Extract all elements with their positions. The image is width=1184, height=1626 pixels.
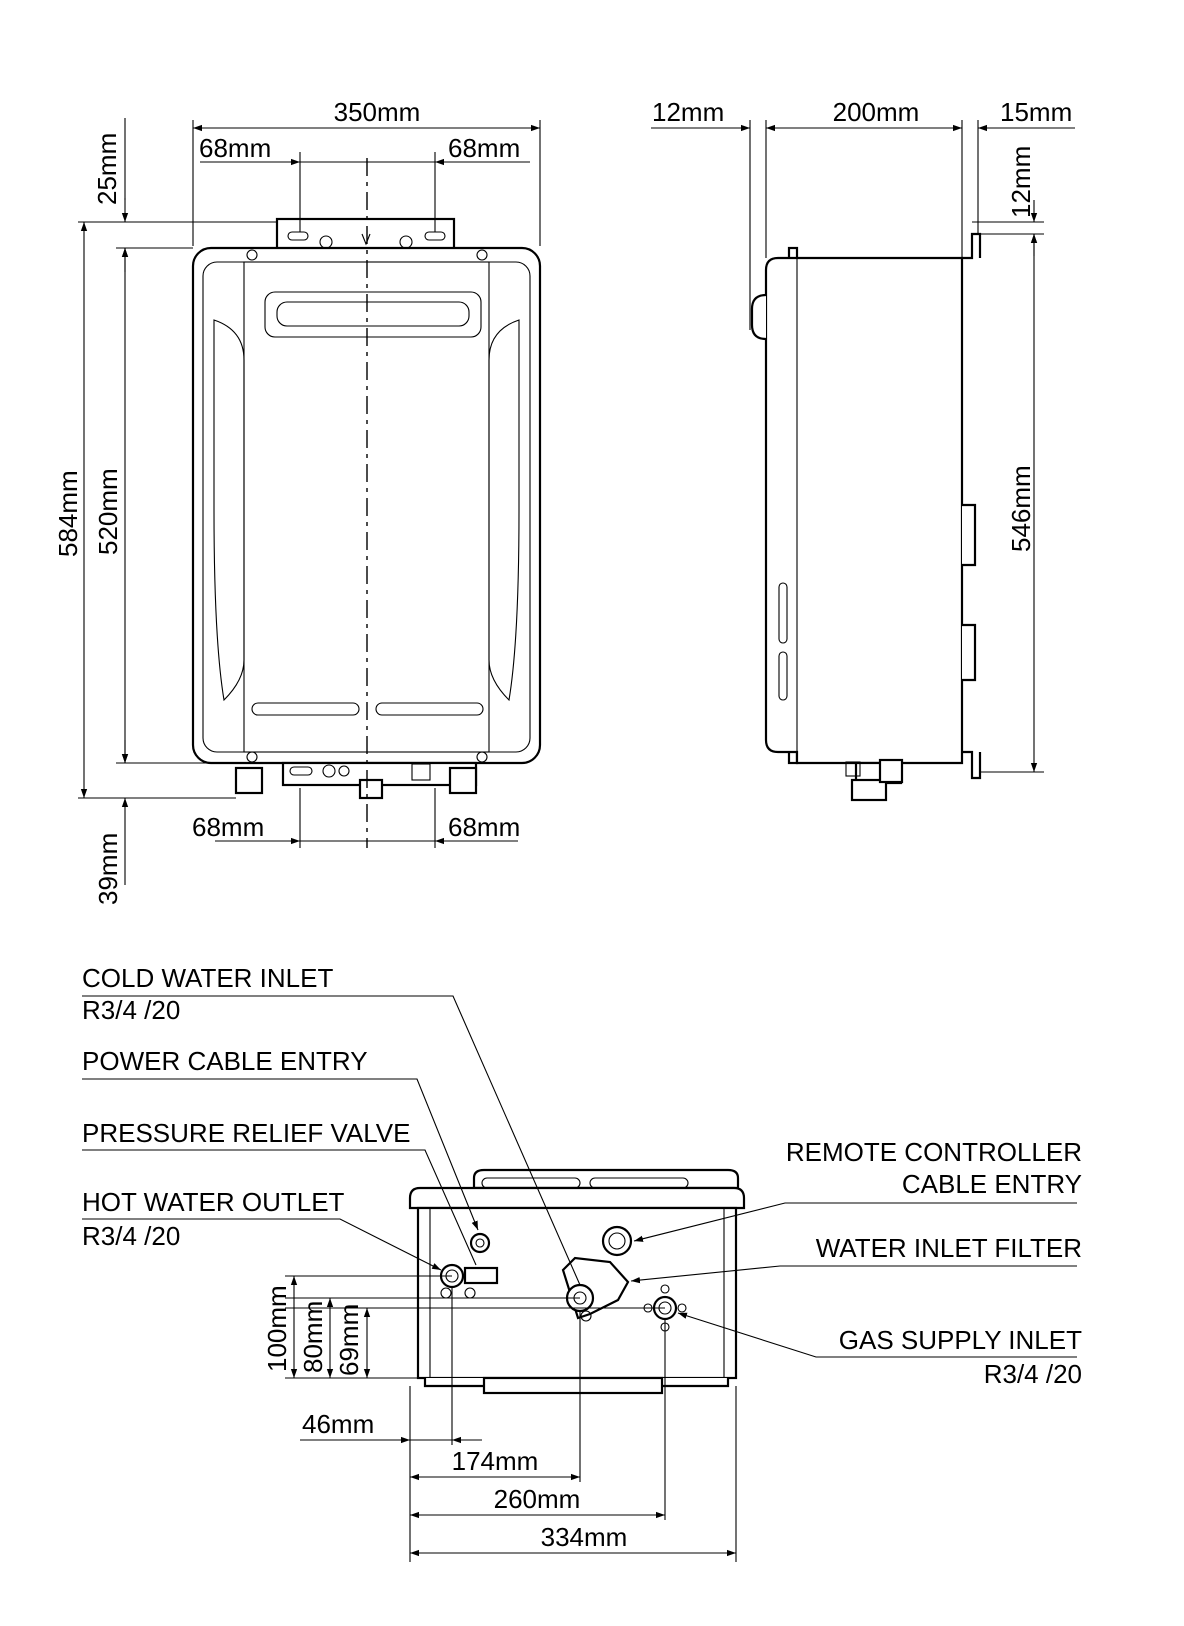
dim-width-334: 334mm [541,1522,628,1552]
front-dimensions: 350mm 68mm 68mm 25mm 584mm 520mm [53,97,541,905]
dim-back-clearance: 12mm [652,97,724,127]
dim-height-80: 80mm [298,1301,328,1373]
label-hot-water-outlet-spec: R3/4 /20 [82,1221,180,1251]
top-mounting-bracket [275,217,456,251]
label-remote-controller-2: CABLE ENTRY [902,1169,1082,1199]
dim-top-offset: 25mm [92,133,122,205]
dim-width-260: 260mm [494,1484,581,1514]
label-cold-water-inlet-spec: R3/4 /20 [82,995,180,1025]
label-gas-supply-inlet: GAS SUPPLY INLET [839,1325,1082,1355]
dim-bottom-offset: 39mm [93,833,123,905]
bottom-view: COLD WATER INLET R3/4 /20 POWER CABLE EN… [82,963,1082,1562]
dim-height-100: 100mm [262,1285,292,1372]
bottom-dimensions: 100mm 80mm 69mm 46mm 174mm 260mm [262,1275,737,1562]
label-hot-water-outlet: HOT WATER OUTLET [82,1187,345,1217]
bottom-rim [408,1186,746,1210]
dim-front-clearance: 15mm [1000,97,1072,127]
dim-bottom-right: 68mm [448,812,520,842]
left-side-grip [213,319,245,702]
dim-bracket-left: 68mm [199,133,271,163]
dim-width-total: 350mm [334,97,421,127]
side-view: 12mm 200mm 15mm 12mm 546mm [651,97,1075,802]
dim-height-total: 584mm [53,470,83,557]
label-water-inlet-filter: WATER INLET FILTER [816,1233,1082,1263]
dim-side-top-offset: 12mm [1006,146,1036,218]
label-power-cable-entry: POWER CABLE ENTRY [82,1046,368,1076]
dim-side-height: 546mm [1006,465,1036,552]
label-remote-controller-1: REMOTE CONTROLLER [786,1137,1082,1167]
front-view: 350mm 68mm 68mm 25mm 584mm 520mm [53,97,542,905]
callouts: COLD WATER INLET R3/4 /20 POWER CABLE EN… [82,963,1082,1389]
dim-bottom-left: 68mm [192,812,264,842]
bottom-fitting-left [234,766,264,795]
power-cable-entry-port [469,1232,491,1254]
label-gas-supply-inlet-spec: R3/4 /20 [984,1359,1082,1389]
top-vent-slot [264,291,482,338]
dim-bracket-right: 68mm [448,133,520,163]
dim-width-174: 174mm [452,1446,539,1476]
label-pressure-relief-valve: PRESSURE RELIEF VALVE [82,1118,410,1148]
label-cold-water-inlet: COLD WATER INLET [82,963,333,993]
bottom-fitting-right [448,766,478,795]
dim-height-body: 520mm [93,468,123,555]
dim-depth: 200mm [833,97,920,127]
dim-width-46: 46mm [302,1409,374,1439]
pressure-relief-valve [463,1266,499,1285]
dim-height-69: 69mm [334,1304,364,1376]
side-dimensions: 12mm 200mm 15mm 12mm 546mm [651,97,1075,773]
remote-controller-entry-port [601,1225,633,1257]
right-side-grip [488,319,520,702]
side-casing [764,256,964,765]
